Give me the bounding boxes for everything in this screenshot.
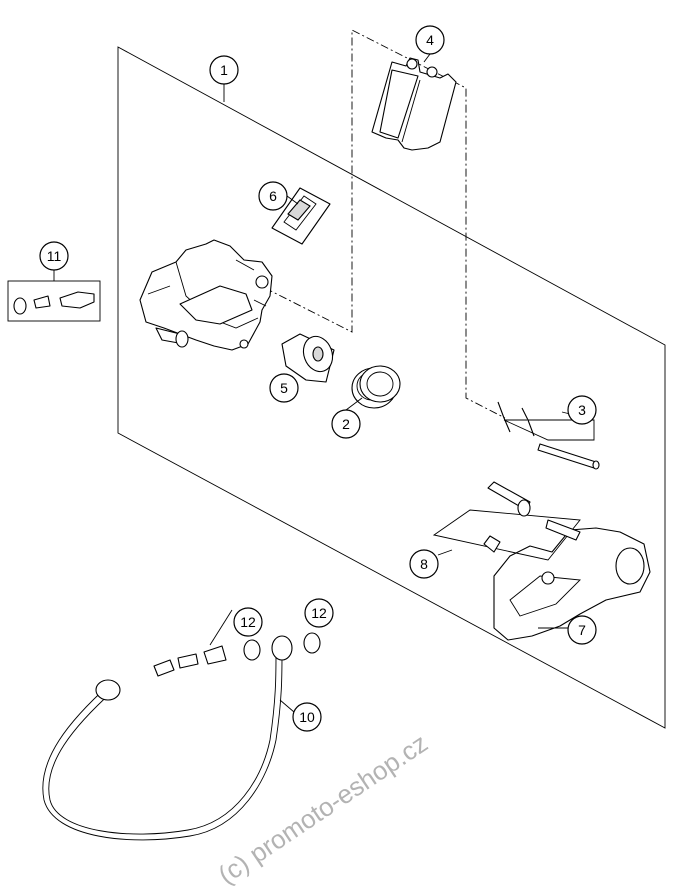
guide-pins bbox=[432, 481, 581, 561]
svg-text:12: 12 bbox=[240, 614, 256, 630]
svg-text:10: 10 bbox=[299, 709, 315, 725]
bleeder-kit bbox=[7, 260, 101, 322]
piston bbox=[281, 333, 335, 383]
assembly-outline-1 bbox=[117, 46, 666, 729]
svg-text:2: 2 bbox=[342, 416, 350, 432]
pin-and-clips bbox=[497, 401, 600, 470]
callout-4: 4 bbox=[415, 25, 445, 55]
svg-text:11: 11 bbox=[47, 248, 62, 264]
svg-text:3: 3 bbox=[578, 402, 586, 418]
callout-12-left: 12 bbox=[233, 607, 263, 637]
caliper-body bbox=[139, 239, 273, 351]
callout-7: 7 bbox=[567, 615, 597, 645]
callout-10: 10 bbox=[292, 702, 322, 732]
svg-text:4: 4 bbox=[426, 32, 434, 48]
brake-hose bbox=[42, 609, 321, 841]
svg-text:5: 5 bbox=[280, 380, 288, 396]
svg-text:1: 1 bbox=[220, 62, 228, 78]
callout-12-right: 12 bbox=[304, 598, 334, 628]
assembly-dashline-pads bbox=[264, 29, 506, 419]
callout-2: 2 bbox=[331, 409, 361, 439]
piston-seals bbox=[351, 365, 401, 409]
callout-5: 5 bbox=[269, 373, 299, 403]
caliper-bracket bbox=[493, 527, 651, 641]
svg-text:12: 12 bbox=[311, 605, 327, 621]
pad-spring bbox=[271, 187, 331, 245]
callout-11: 11 bbox=[39, 241, 69, 271]
callout-6: 6 bbox=[258, 181, 288, 211]
callout-1: 1 bbox=[209, 55, 239, 85]
svg-text:6: 6 bbox=[269, 188, 277, 204]
svg-text:8: 8 bbox=[420, 556, 428, 572]
brake-pads bbox=[371, 57, 457, 151]
callout-3: 3 bbox=[567, 395, 597, 425]
watermark-text: (c) promoto-eshop.cz bbox=[213, 728, 433, 890]
callout-8: 8 bbox=[409, 549, 439, 579]
svg-text:7: 7 bbox=[578, 622, 586, 638]
